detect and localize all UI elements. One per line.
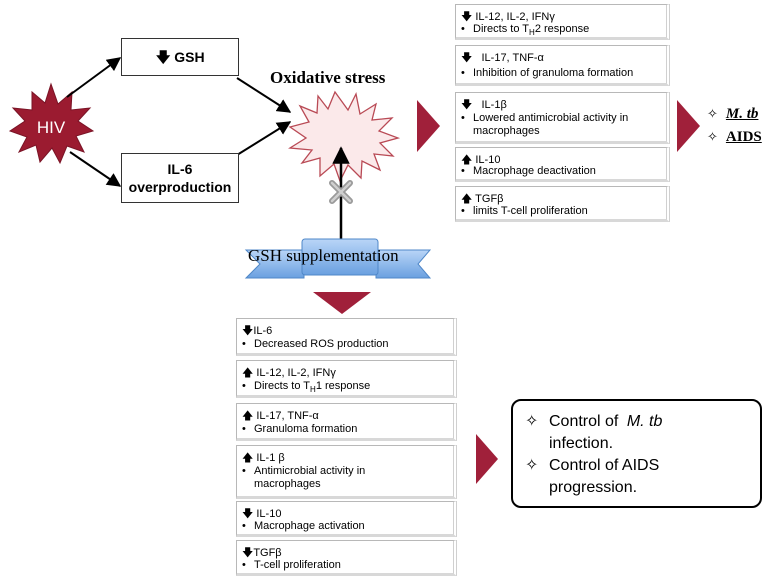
arrow-down-icon: 🡇	[242, 325, 254, 337]
lower-item-3-head: IL-17, TNF-α	[256, 410, 319, 422]
triangle-right-lower	[476, 434, 498, 484]
upper-item-2-head: IL-17, TNF-α	[481, 52, 544, 64]
lower-item-4-head: IL-1 β	[256, 452, 285, 464]
gsh-decrease-box: 🡇 GSH	[121, 38, 239, 76]
block-x-icon	[329, 180, 353, 204]
il6-overproduction-box: IL-6 overproduction	[121, 153, 239, 203]
lower-item-6-head: TGFβ	[253, 547, 282, 559]
lower-item-4-body: Antimicrobial activity in macrophages	[254, 465, 366, 490]
upper-item-5: 🡅 TGFβ •limits T-cell proliferation	[455, 186, 670, 222]
upper-item-2-body: Inhibition of granuloma formation	[473, 67, 634, 79]
lower-item-3-body: Granuloma formation	[254, 423, 358, 435]
arrow-up-icon: 🡅	[461, 154, 473, 166]
upper-item-3-body: Lowered antimicrobial activity in macrop…	[473, 112, 629, 137]
upper-item-4: 🡅 IL-10 •Macrophage deactivation	[455, 147, 670, 182]
gsh-supplementation-label: GSH supplementation	[248, 246, 399, 265]
lower-item-2-head: IL-12, IL-2, IFNγ	[256, 367, 336, 379]
outcome-mtb: ✧M. tb	[707, 106, 759, 122]
star-icon: ✧	[707, 106, 718, 121]
lower-item-5-head: IL-10	[256, 508, 282, 520]
arrow-down-icon: 🡇	[242, 508, 254, 520]
upper-item-1-head: IL-12, IL-2, IFNγ	[475, 11, 555, 23]
upper-item-1: 🡇 IL-12, IL-2, IFNγ •Directs to TH2 resp…	[455, 4, 670, 40]
arrow-up-icon: 🡅	[461, 193, 473, 205]
upper-item-5-body: limits T-cell proliferation	[473, 205, 588, 217]
il6-overproduction-label: IL-6 overproduction	[128, 161, 232, 195]
arrow-down-icon: 🡇	[461, 99, 473, 111]
oxidative-stress-title: Oxidative stress	[270, 68, 386, 87]
lower-item-1: 🡇IL-6 •Decreased ROS production	[236, 318, 457, 356]
lower-item-2: 🡅 IL-12, IL-2, IFNγ •Directs to TH1 resp…	[236, 360, 457, 398]
outcome-aids: ✧AIDS	[707, 129, 762, 145]
lower-item-4: 🡅 IL-1 β •Antimicrobial activity in macr…	[236, 445, 457, 499]
triangle-down	[313, 292, 371, 314]
lower-item-1-head: IL-6	[253, 325, 273, 337]
arrow-up-icon: 🡅	[242, 410, 254, 422]
lower-item-2-body: Directs to T	[254, 380, 311, 392]
lower-item-3: 🡅 IL-17, TNF-α •Granuloma formation	[236, 403, 457, 441]
upper-item-3: 🡇 IL-1β •Lowered antimicrobial activity …	[455, 92, 670, 144]
arrow-up-icon: 🡅	[242, 452, 254, 464]
gsh-ribbon	[244, 238, 432, 279]
gsh-label: GSH	[174, 49, 205, 65]
triangle-right-upper	[417, 100, 440, 152]
arrow-down-icon: 🡇	[461, 11, 473, 23]
arrow-down-icon: 🡇	[156, 49, 171, 65]
star-icon: ✧	[525, 457, 539, 474]
lower-item-5: 🡇 IL-10 •Macrophage activation	[236, 501, 457, 537]
lower-item-1-body: Decreased ROS production	[254, 338, 389, 350]
lower-item-6: 🡇TGFβ •T-cell proliferation	[236, 540, 457, 576]
triangle-right-outcome	[677, 100, 700, 152]
arrow-down-icon: 🡇	[461, 52, 473, 64]
upper-item-4-body: Macrophage deactivation	[473, 165, 596, 177]
hiv-star	[8, 82, 95, 165]
upper-item-3-head: IL-1β	[481, 99, 507, 111]
star-icon: ✧	[525, 413, 539, 430]
arrow-down-icon: 🡇	[242, 547, 254, 559]
upper-item-2: 🡇 IL-17, TNF-α •Inhibition of granuloma …	[455, 45, 670, 86]
upper-item-5-head: TGFβ	[475, 193, 504, 205]
lower-item-6-body: T-cell proliferation	[254, 559, 341, 571]
oxidative-stress-star	[288, 90, 401, 183]
hiv-label: HIV	[36, 118, 66, 137]
control-line-2: ✧ Control of AIDS progression.	[525, 455, 748, 499]
star-icon: ✧	[707, 129, 718, 144]
lower-item-5-body: Macrophage activation	[254, 520, 365, 532]
upper-item-1-body: Directs to T	[473, 23, 530, 35]
upper-item-4-head: IL-10	[475, 154, 501, 166]
arrow-up-icon: 🡅	[242, 367, 254, 379]
